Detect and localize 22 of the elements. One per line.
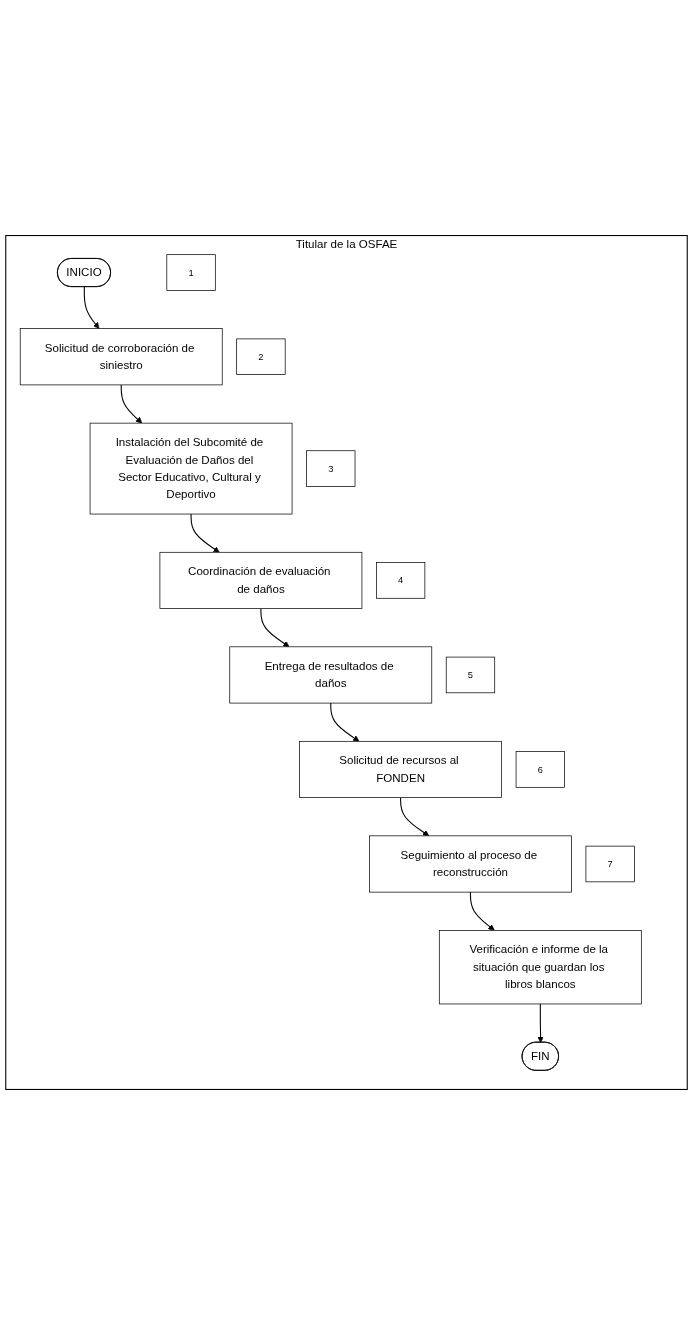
node-box: 1 xyxy=(166,254,216,291)
arrow xyxy=(400,797,430,837)
node-box: Solicitud de recursos al FONDEN xyxy=(299,740,502,798)
arrow xyxy=(469,891,495,931)
arrow xyxy=(260,608,290,648)
node-box: Entrega de resultados de daños xyxy=(229,646,433,704)
node-box: Coordinación de evaluación de daños xyxy=(159,551,363,609)
node-box: Verificación e informe de la situación que guardan los libros blancos xyxy=(438,930,642,1005)
arrow xyxy=(537,1003,544,1043)
node-box: 5 xyxy=(445,656,496,694)
arrow xyxy=(83,286,100,329)
node-box: 2 xyxy=(236,338,286,375)
node-box: Solicitud de corroboración de siniestro xyxy=(19,328,223,386)
node-box: 6 xyxy=(515,751,565,788)
node-box: 4 xyxy=(376,562,426,599)
node-box: 3 xyxy=(306,450,356,487)
node-box: Seguimiento al proceso de reconstrucción xyxy=(369,835,572,893)
arrow xyxy=(330,702,360,742)
node-box: 7 xyxy=(585,845,635,883)
arrow xyxy=(190,513,220,553)
node-box: Instalación del Subcomité de Evaluación de Daños del Sector Educativo, Cultural y Deportivo xyxy=(89,422,293,515)
arrow xyxy=(120,384,143,424)
